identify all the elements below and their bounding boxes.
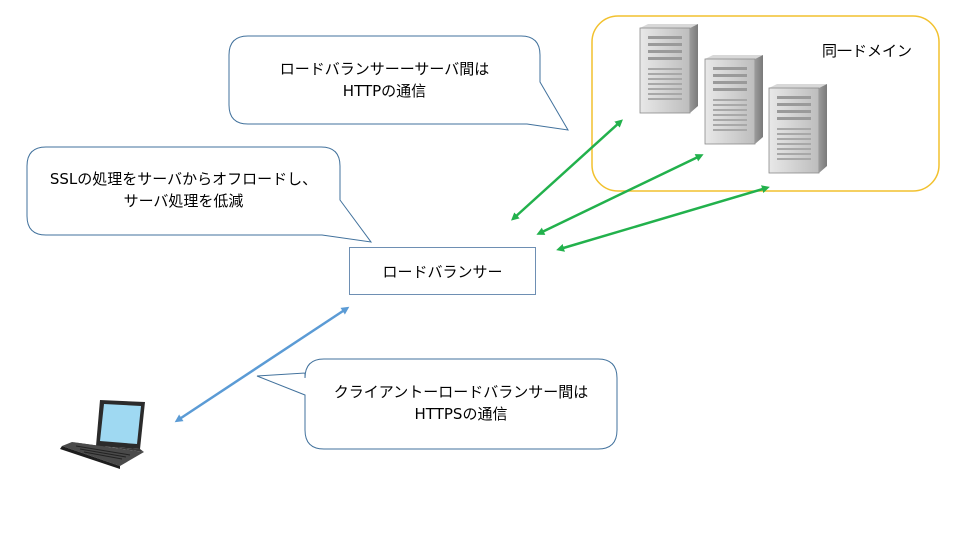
callout-ssl-line2: サーバ処理を低減 [123, 192, 244, 210]
arrow-lb-server-1 [511, 119, 623, 221]
arrow-lb-server-3 [556, 185, 770, 252]
callout-http-bubble [228, 35, 569, 131]
arrow-lb-server-2 [536, 154, 704, 235]
callout-http-text: ロードバランサーーサーバ間は HTTPの通信 [229, 58, 540, 102]
laptop-icon [60, 400, 145, 469]
callout-https-line2: HTTPSの通信 [414, 405, 508, 423]
server-icon [639, 24, 698, 114]
server-icon [704, 55, 763, 145]
load-balancer-label: ロードバランサー [382, 262, 503, 281]
callout-https-text: クライアントーロードバランサー間は HTTPSの通信 [305, 381, 617, 425]
server-icon [768, 84, 827, 174]
callout-https-line1: クライアントーロードバランサー間は [333, 383, 589, 401]
callout-http-line2: HTTPの通信 [342, 82, 427, 100]
load-balancer-box: ロードバランサー [349, 247, 536, 295]
callout-ssl-line1: SSLの処理をサーバからオフロードし、 [49, 170, 318, 188]
callout-http-line1: ロードバランサーーサーバ間は [279, 60, 490, 78]
arrow-client-lb [174, 306, 350, 423]
callout-ssl-bubble [26, 146, 373, 243]
callout-ssl-text: SSLの処理をサーバからオフロードし、 サーバ処理を低減 [27, 168, 340, 212]
domain-label: 同一ドメイン [822, 42, 913, 60]
